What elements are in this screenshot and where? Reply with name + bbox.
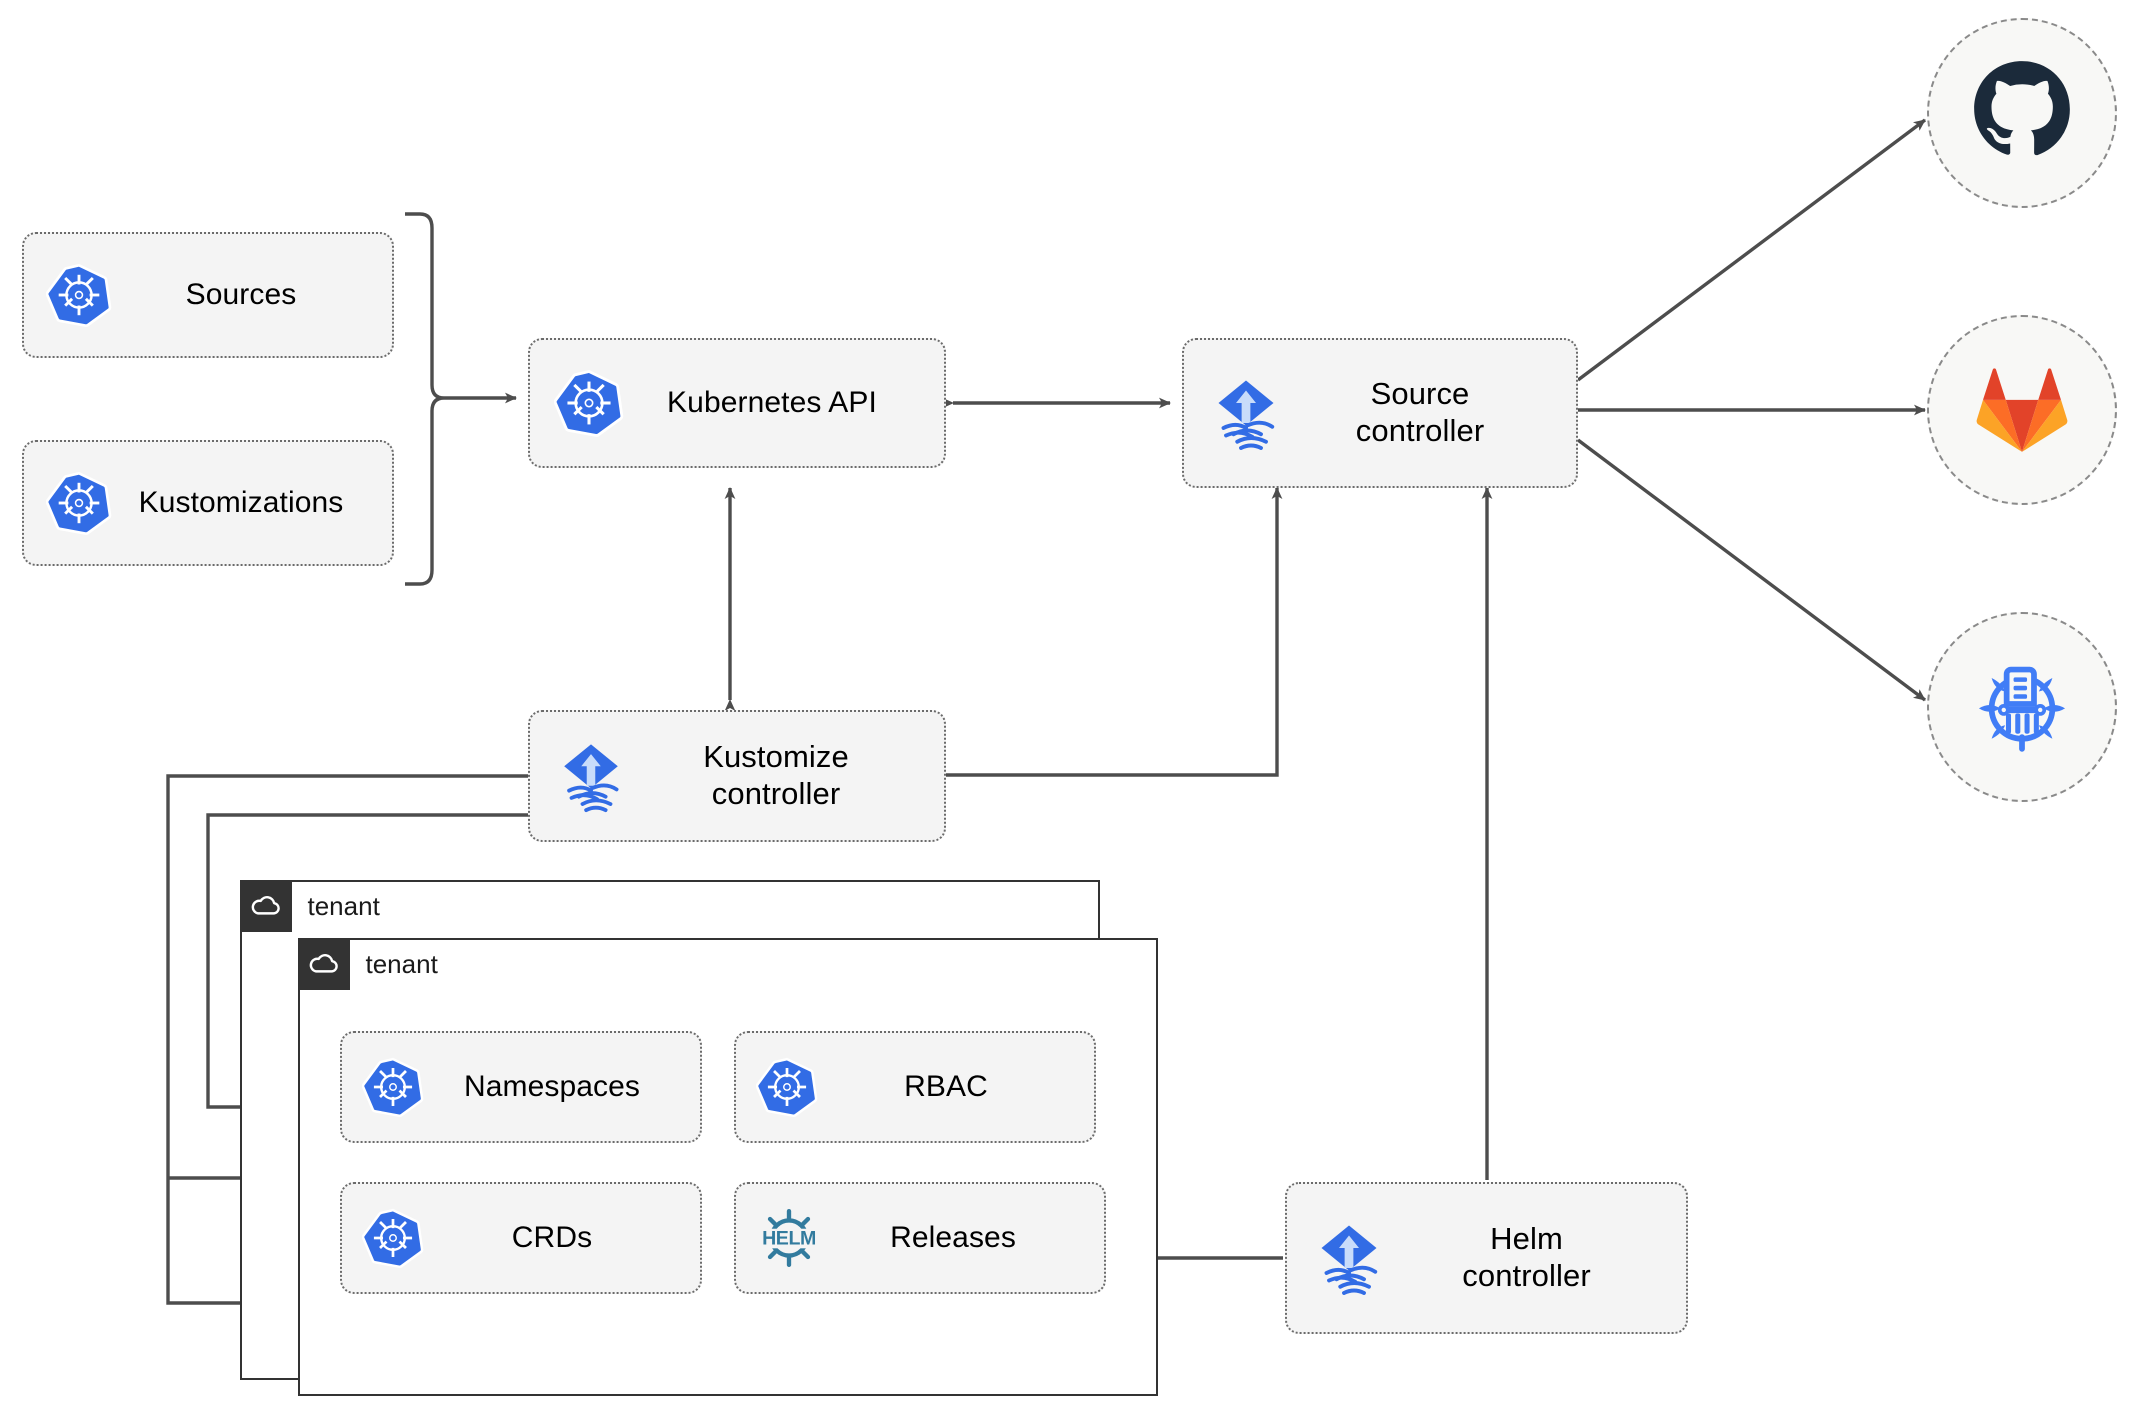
kustomize-controller-line2: controller: [711, 776, 841, 811]
tenant-outer-label: tenant: [307, 890, 380, 921]
wire-sourcectrl-helmrepo: [1576, 438, 1927, 702]
gitlab-icon: [1970, 356, 2074, 465]
provider-circle-github[interactable]: [1927, 18, 2117, 208]
helm-icon: HELM: [756, 1205, 822, 1271]
flux-icon: [552, 737, 630, 815]
provider-circle-gitlab[interactable]: [1927, 315, 2117, 505]
kustomize-controller-line1: Kustomize: [703, 739, 849, 775]
flux-icon: [1309, 1218, 1389, 1298]
wire-kustomizectrl-sourcectrl: [945, 487, 1283, 777]
resource-label-kustomizations: Kustomizations: [138, 486, 344, 520]
github-icon: [1970, 59, 2074, 168]
svg-text:HELM: HELM: [762, 1228, 816, 1250]
resource-box-namespaces[interactable]: Namespaces: [340, 1031, 702, 1143]
resource-label-kubernetes-api: Kubernetes API: [667, 386, 877, 420]
kubernetes-icon: [756, 1056, 818, 1118]
resource-label-sources: Sources: [185, 278, 297, 312]
kubernetes-icon: [362, 1056, 424, 1118]
flux-icon: [1206, 373, 1286, 453]
resource-label-kustomize-controller: Kustomize controller: [630, 739, 922, 812]
resource-box-kustomize-controller[interactable]: Kustomize controller: [528, 710, 946, 842]
resource-box-releases[interactable]: HELM Releases: [734, 1182, 1106, 1294]
kubernetes-icon: [46, 262, 112, 328]
resource-label-crds: CRDs: [511, 1221, 593, 1255]
resource-label-source-controller: Source controller: [1286, 376, 1554, 449]
resource-box-crds[interactable]: CRDs: [340, 1182, 702, 1294]
wire-sourcectrl-github: [1576, 118, 1927, 382]
helm-controller-line2: controller: [1462, 1258, 1591, 1293]
tenant-inner-label: tenant: [365, 948, 438, 979]
resource-label-namespaces: Namespaces: [463, 1070, 641, 1104]
tenant-outer-tab: tenant: [239, 879, 380, 932]
cloud-icon: [297, 937, 350, 990]
resource-box-source-controller[interactable]: Source controller: [1182, 338, 1578, 488]
kubernetes-icon: [554, 368, 624, 438]
resource-label-helm-controller: Helm controller: [1389, 1221, 1664, 1294]
resource-box-sources[interactable]: Sources: [22, 232, 394, 358]
resource-box-helm-controller[interactable]: Helm controller: [1285, 1182, 1688, 1334]
source-controller-line1: Source: [1370, 376, 1470, 412]
kubernetes-icon: [46, 470, 112, 536]
provider-circle-helm-repository[interactable]: [1927, 612, 2117, 802]
helm-repository-icon: [1968, 651, 2076, 764]
tenant-inner-tab: tenant: [297, 937, 438, 990]
resource-label-rbac: RBAC: [904, 1070, 988, 1104]
cloud-icon: [239, 879, 292, 932]
resource-label-releases: Releases: [890, 1221, 1016, 1255]
helm-controller-line1: Helm: [1490, 1221, 1563, 1257]
resource-box-kustomizations[interactable]: Kustomizations: [22, 440, 394, 566]
tenant-frame-inner: tenant: [297, 937, 1158, 1396]
resource-box-kubernetes-api[interactable]: Kubernetes API: [528, 338, 946, 468]
kubernetes-icon: [362, 1207, 424, 1269]
resource-box-rbac[interactable]: RBAC: [734, 1031, 1096, 1143]
group-bracket: [405, 212, 445, 586]
source-controller-line2: controller: [1355, 413, 1485, 448]
